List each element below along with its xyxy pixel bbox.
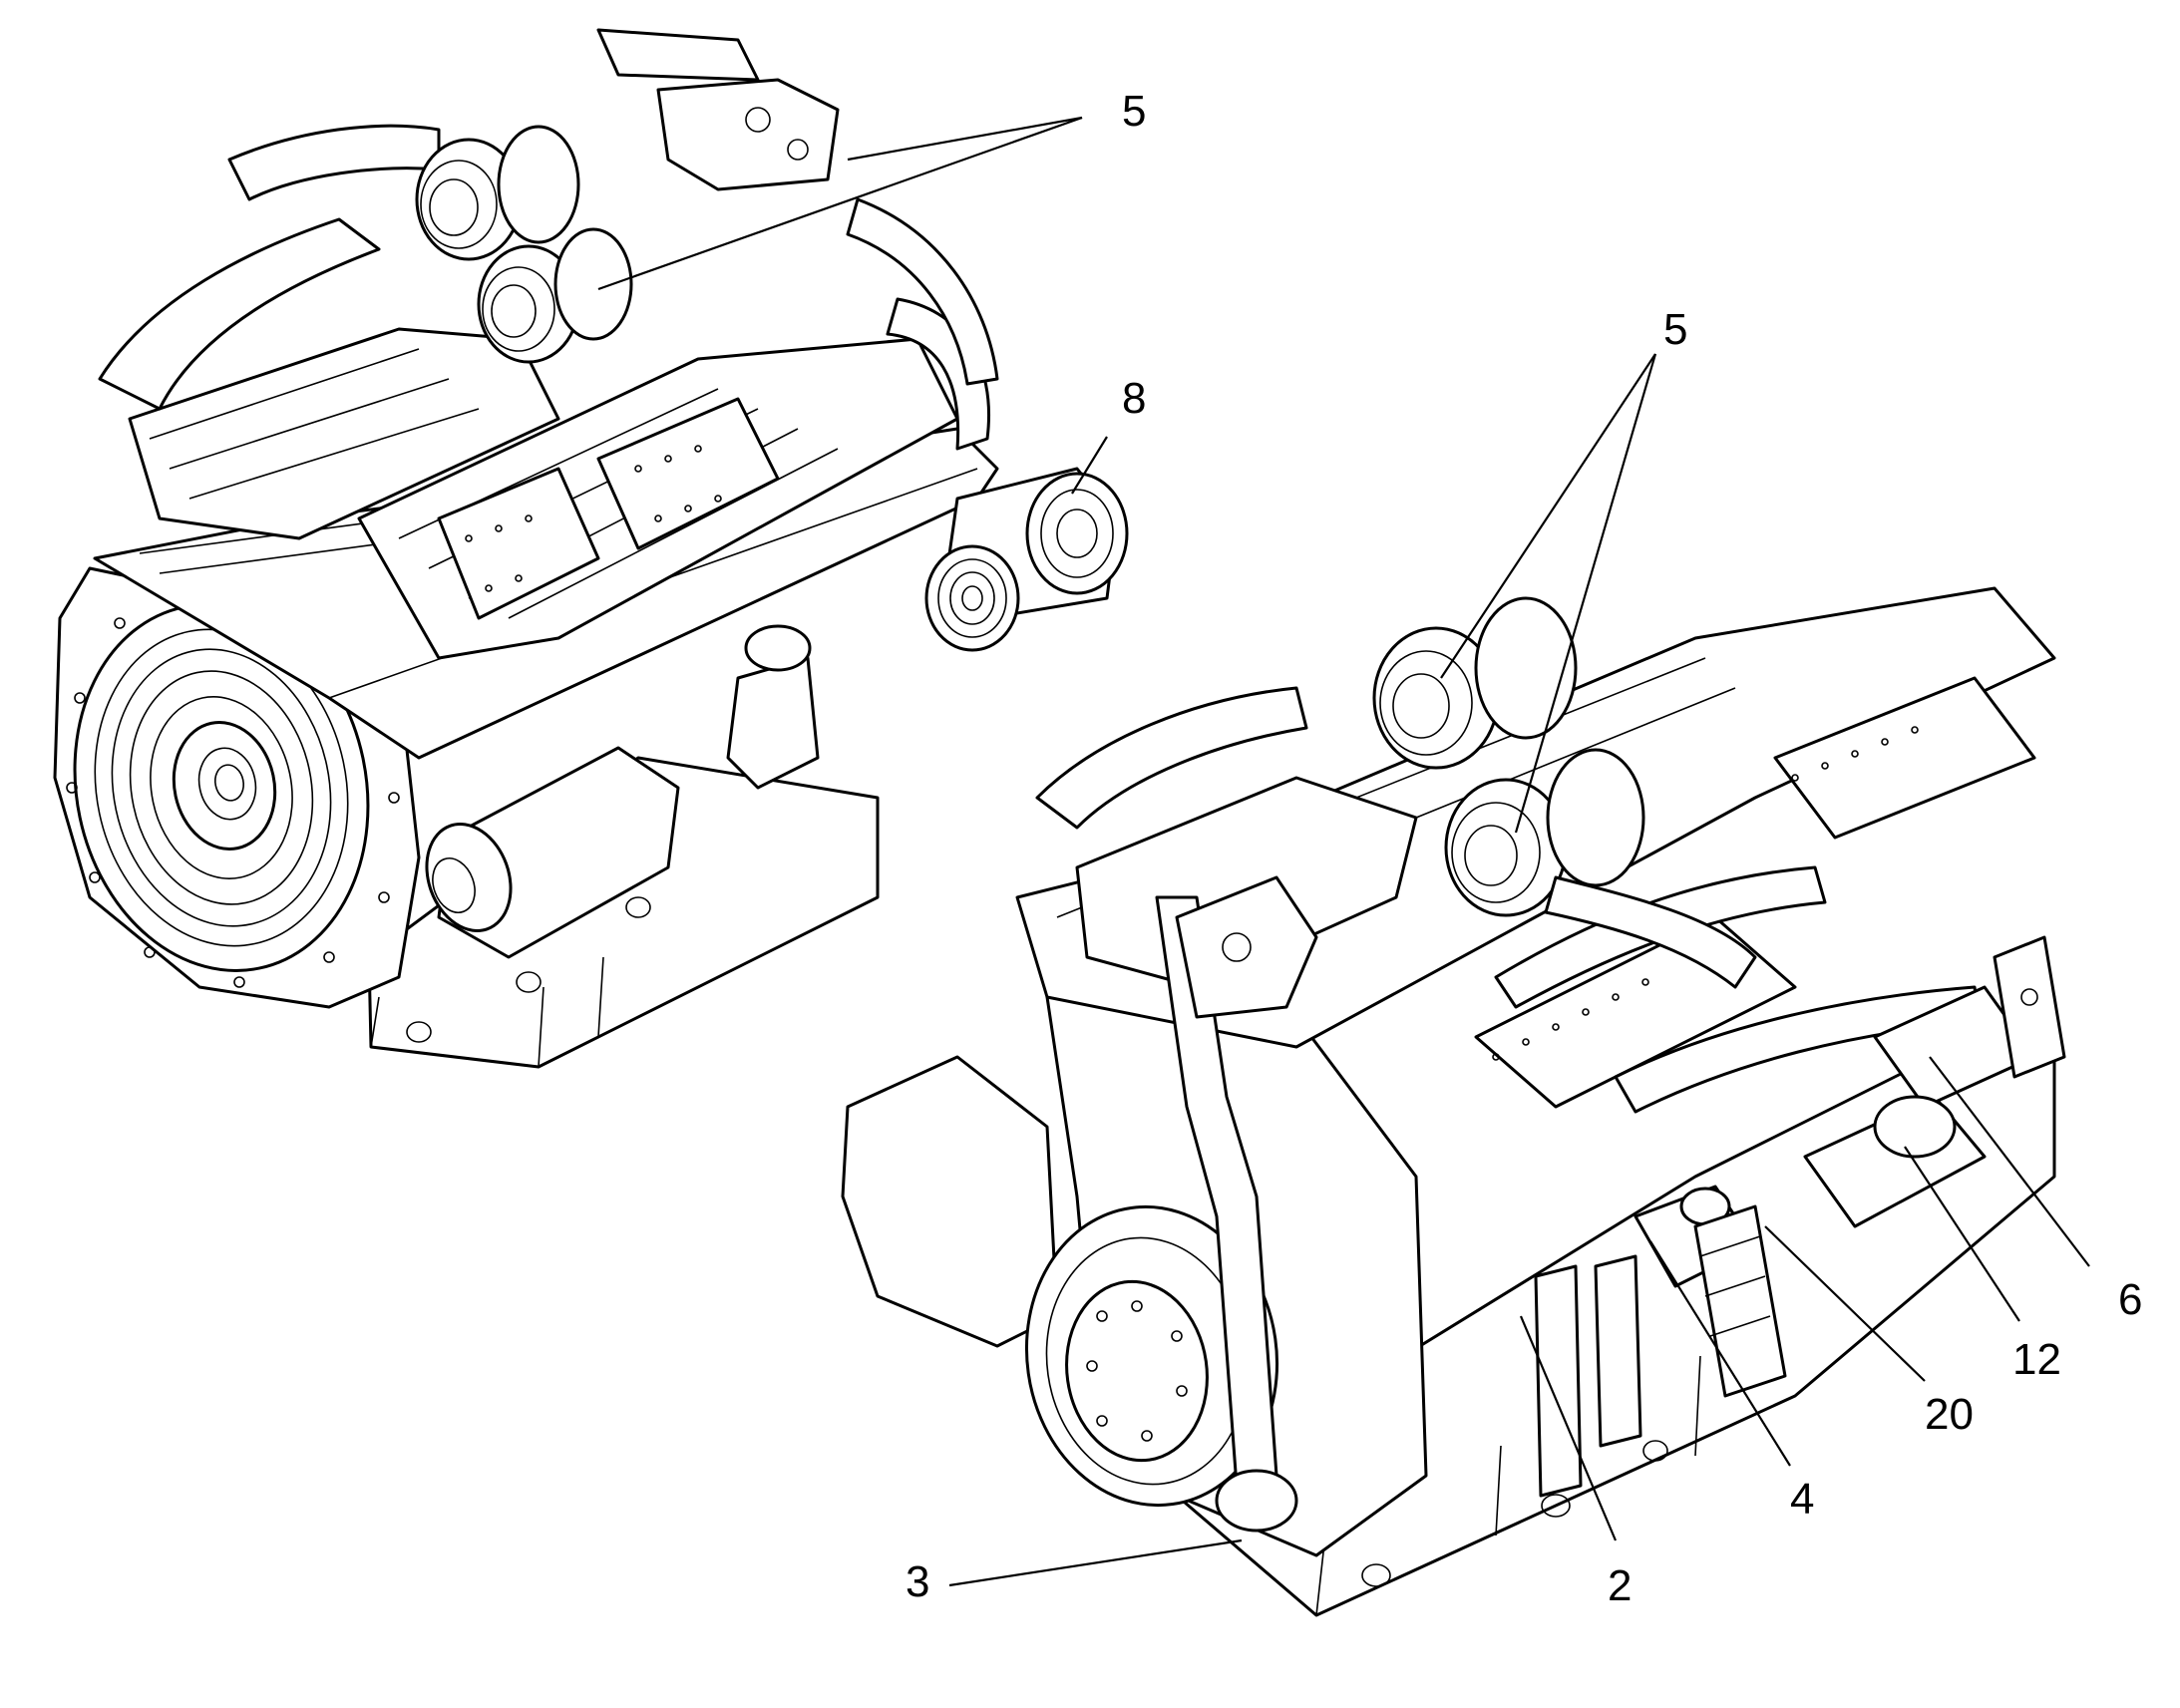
leader-5-top-a <box>847 116 1083 162</box>
turbocharger-right-1 <box>1372 596 1578 770</box>
callout-8: 8 <box>1122 374 1146 423</box>
leader-5-right-a <box>1440 353 1656 679</box>
callout-5-top: 5 <box>1122 87 1146 136</box>
callout-leaders <box>597 116 2090 1587</box>
engine-front-right-view <box>841 586 2066 1617</box>
callout-20: 20 <box>1925 1390 1974 1439</box>
callout-6: 6 <box>2118 1275 2142 1324</box>
leader-12 <box>1904 1146 2020 1322</box>
leader-6 <box>1929 1056 2090 1267</box>
callout-5-right: 5 <box>1663 305 1687 354</box>
turbocharger-right-2 <box>1444 748 1645 917</box>
leader-20 <box>1764 1225 1926 1382</box>
vibration-damper <box>1024 1204 1279 1508</box>
leader-8 <box>1071 436 1108 495</box>
callout-4: 4 <box>1790 1475 1814 1524</box>
leader-5-top-b <box>597 116 1083 291</box>
leader-2 <box>1519 1315 1618 1541</box>
leader-5-right-b <box>1514 353 1657 834</box>
callout-2: 2 <box>1608 1561 1632 1610</box>
callout-labels: 5 8 5 6 12 20 4 2 3 <box>906 87 2142 1610</box>
leader-3 <box>948 1538 1243 1587</box>
leader-4 <box>1649 1240 1791 1467</box>
callout-12: 12 <box>2012 1335 2061 1384</box>
callout-3: 3 <box>906 1557 929 1606</box>
engine-rear-left-view <box>53 28 1129 1069</box>
turbocharger-left-1 <box>415 125 580 261</box>
fuel-filter-assembly <box>1534 1185 1757 1498</box>
turbocharger-left-2 <box>477 227 633 364</box>
alternator <box>924 467 1129 652</box>
